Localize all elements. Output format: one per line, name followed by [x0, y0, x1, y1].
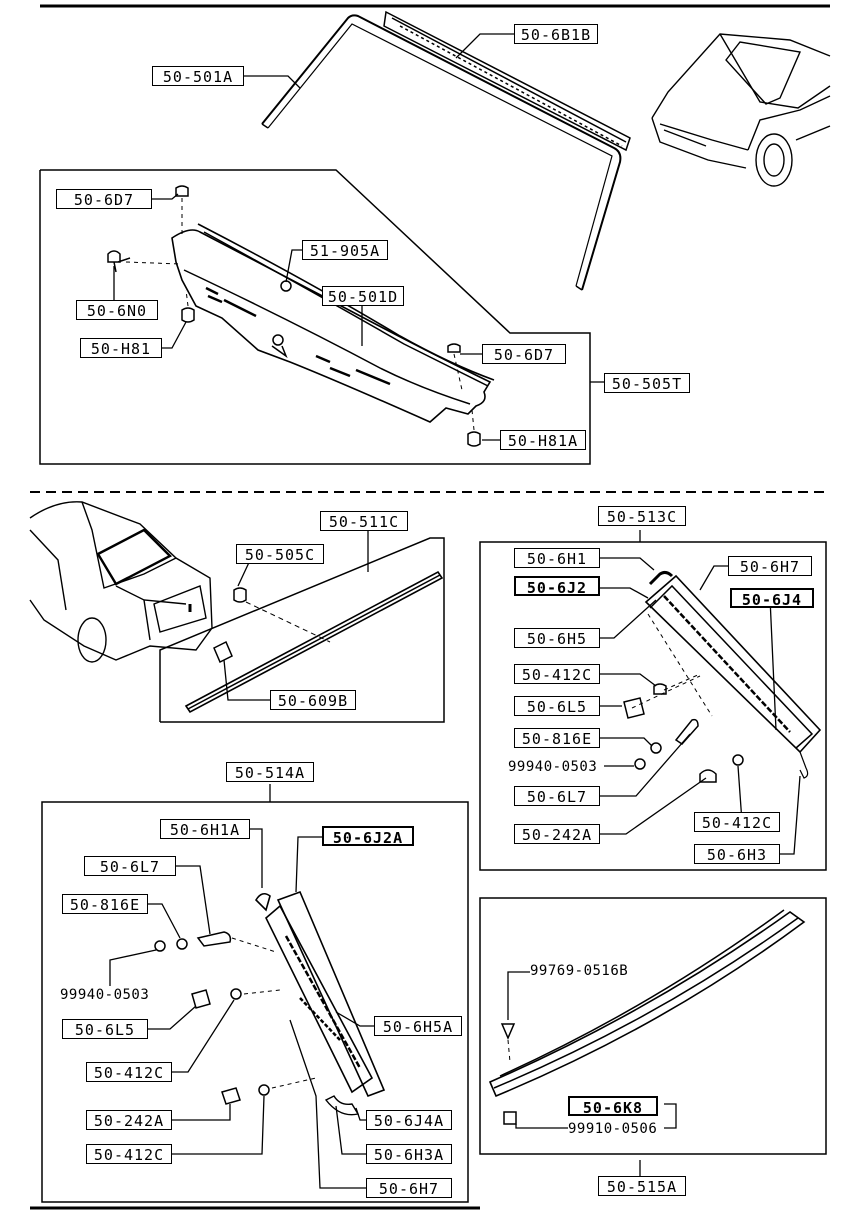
part-label-50-6l7-a: 50-6L7 — [514, 786, 600, 806]
part-label-50-816e-a: 50-816E — [514, 728, 600, 748]
screw-6l7-b — [198, 932, 230, 946]
part-label-50-h81: 50-H81 — [80, 338, 162, 358]
part-label-50-412c-a: 50-412C — [514, 664, 600, 684]
part-label-50-6j2a: 50-6J2A — [322, 826, 414, 847]
screw-6l7-a — [676, 720, 698, 744]
cowl-panel-group — [40, 170, 590, 464]
part-label-50-505t: 50-505T — [604, 373, 690, 393]
part-label-50-501d: 50-501D — [322, 286, 404, 306]
part-label-50-6h5: 50-6H5 — [514, 628, 600, 648]
part-label-50-513c: 50-513C — [598, 506, 686, 526]
bracket-6l5-b — [192, 990, 210, 1008]
car-rear-illustration — [30, 502, 212, 662]
part-label-50-242a-b: 50-242A — [86, 1110, 172, 1130]
rear-molding-group — [160, 538, 444, 722]
part-label-50-6l5-a: 50-6L5 — [514, 696, 600, 716]
car-front-illustration — [652, 34, 830, 186]
part-label-50-501a: 50-501A — [152, 66, 244, 86]
clip-6k8 — [504, 1112, 516, 1124]
part-label-50-515a: 50-515A — [598, 1176, 686, 1196]
part-label-50-412c-b: 50-412C — [694, 812, 780, 832]
part-label-99940-0503-a: 99940-0503 — [508, 759, 598, 775]
windshield-molding-drawing — [262, 15, 620, 290]
clip-609b — [214, 642, 232, 662]
part-label-99769-0516b: 99769-0516B — [530, 963, 629, 979]
bracket-242a-b — [222, 1088, 240, 1104]
part-label-50-412c-c: 50-412C — [86, 1062, 172, 1082]
part-label-50-511c: 50-511C — [320, 511, 408, 531]
clip-412c-d — [259, 1085, 269, 1095]
part-label-50-412c-d: 50-412C — [86, 1144, 172, 1164]
part-label-50-6h3: 50-6H3 — [694, 844, 780, 864]
clip-505c — [234, 588, 246, 602]
clip-h81 — [182, 308, 194, 322]
part-label-50-6k8: 50-6K8 — [568, 1096, 658, 1117]
part-label-50-6h3a: 50-6H3A — [366, 1144, 452, 1164]
part-label-50-6h5a: 50-6H5A — [374, 1016, 462, 1036]
pillar-molding-group-513c — [480, 542, 826, 870]
part-label-50-6l5-b: 50-6L5 — [62, 1019, 148, 1039]
part-label-50-6h1: 50-6H1 — [514, 548, 600, 568]
screw-6n0 — [108, 251, 130, 272]
clip-h81a — [468, 432, 480, 446]
part-label-50-505c: 50-505C — [236, 544, 324, 564]
clip-412c-lower — [733, 755, 743, 765]
pillar-molding-group-514a — [42, 802, 468, 1202]
screw-99769 — [502, 1024, 514, 1038]
bracket-242a-a — [700, 770, 716, 782]
part-label-50-6j4: 50-6J4 — [730, 588, 814, 609]
part-label-50-6h1a: 50-6H1A — [160, 819, 250, 839]
part-label-50-816e-b: 50-816E — [62, 894, 148, 914]
upper-weatherstrip-drawing — [384, 12, 630, 150]
part-label-50-6h7-a: 50-6H7 — [728, 556, 812, 576]
clip-412c-c — [231, 989, 241, 999]
part-label-50-514a: 50-514A — [226, 762, 314, 782]
part-label-50-6b1b: 50-6B1B — [514, 24, 598, 44]
leader-lines — [110, 34, 800, 1188]
nut-99940-b — [155, 941, 165, 951]
clip-6d7-right — [448, 344, 460, 352]
part-label-99910-0506: 99910-0506 — [568, 1121, 658, 1137]
part-label-50-242a-a: 50-242A — [514, 824, 600, 844]
screw-905a — [281, 281, 291, 291]
part-label-50-6h7-b: 50-6H7 — [366, 1178, 452, 1198]
nut-816e-b — [177, 939, 187, 949]
part-label-50-6d7-right: 50-6D7 — [482, 344, 566, 364]
clip-6d7-top — [176, 186, 188, 196]
cowl-vent-slots — [206, 288, 390, 384]
bracket-6l5-a — [624, 698, 644, 718]
part-label-50-h81a: 50-H81A — [500, 430, 586, 450]
part-label-50-609b: 50-609B — [270, 690, 356, 710]
part-label-50-6d7-top: 50-6D7 — [56, 189, 152, 209]
part-label-50-6j2: 50-6J2 — [514, 576, 600, 597]
part-label-51-905a: 51-905A — [302, 240, 388, 260]
part-label-50-6n0: 50-6N0 — [76, 300, 158, 320]
part-label-50-6j4a: 50-6J4A — [366, 1110, 452, 1130]
roof-molding-group-515a — [480, 898, 826, 1154]
nut-99940-a — [635, 759, 645, 769]
part-label-50-6l7-b: 50-6L7 — [84, 856, 176, 876]
nut-816e-a — [651, 743, 661, 753]
part-label-99940-0503-b: 99940-0503 — [60, 987, 150, 1003]
